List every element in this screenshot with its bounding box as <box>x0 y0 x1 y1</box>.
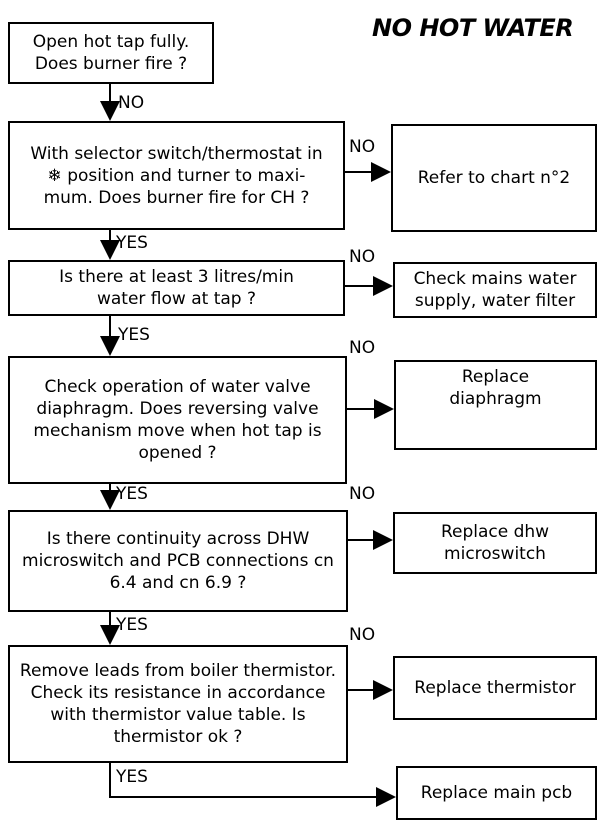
step-6-answer-label: YES <box>116 767 148 787</box>
action-4-box: Replace diaphragm <box>394 360 597 450</box>
action-6-box: Replace thermistor <box>393 656 597 720</box>
step-1-answer-label: NO <box>118 93 145 113</box>
step-5-text: Is there continuity across DHW microswit… <box>22 529 334 593</box>
step-2-answer-label: YES <box>116 233 148 253</box>
action-2-box: Refer to chart n°2 <box>391 124 597 232</box>
step-6-text: Remove leads from boiler thermistor. Che… <box>19 661 337 747</box>
final-action-text: Replace main pcb <box>420 783 573 803</box>
step-3-box: Is there at least 3 litres/min water flo… <box>8 260 345 316</box>
step-6-box: Remove leads from boiler thermistor. Che… <box>8 645 348 763</box>
action-2-text: Refer to chart n°2 <box>417 168 571 188</box>
step-1-text: Open hot tap fully. Does burner fire ? <box>32 32 190 74</box>
step-6-branch-label: NO <box>349 625 376 645</box>
step-2-box: With selector switch/thermostat in ❄ pos… <box>8 121 345 230</box>
arrow-final <box>109 763 396 807</box>
step-2-text: With selector switch/thermostat in ❄ pos… <box>30 143 323 208</box>
action-5-text: Replace dhw microswitch <box>440 522 550 564</box>
step-5-branch-label: NO <box>349 484 376 504</box>
step-4-text: Check operation of water valve diaphragm… <box>33 377 322 463</box>
step-5-answer-label: YES <box>116 615 148 635</box>
action-3-box: Check mains water supply, water filter <box>393 262 597 318</box>
final-action-box: Replace main pcb <box>396 766 597 820</box>
action-6-text: Replace thermistor <box>414 678 576 698</box>
action-3-text: Check mains water supply, water filter <box>413 269 577 311</box>
step-4-answer-label: YES <box>116 484 148 504</box>
step-4-box: Check operation of water valve diaphragm… <box>8 356 347 484</box>
step-3-answer-label: YES <box>118 325 150 345</box>
action-5-box: Replace dhw microswitch <box>393 512 597 574</box>
step-3-text: Is there at least 3 litres/min water flo… <box>59 267 294 309</box>
step-1-box: Open hot tap fully. Does burner fire ? <box>8 22 214 84</box>
step-2-branch-label: NO <box>349 137 376 157</box>
step-5-box: Is there continuity across DHW microswit… <box>8 510 348 612</box>
step-3-branch-label: NO <box>349 247 376 267</box>
action-4-text: Replace diaphragm <box>449 367 542 409</box>
chart-title: NO HOT WATER <box>372 14 574 42</box>
step-4-branch-label: NO <box>349 338 376 358</box>
